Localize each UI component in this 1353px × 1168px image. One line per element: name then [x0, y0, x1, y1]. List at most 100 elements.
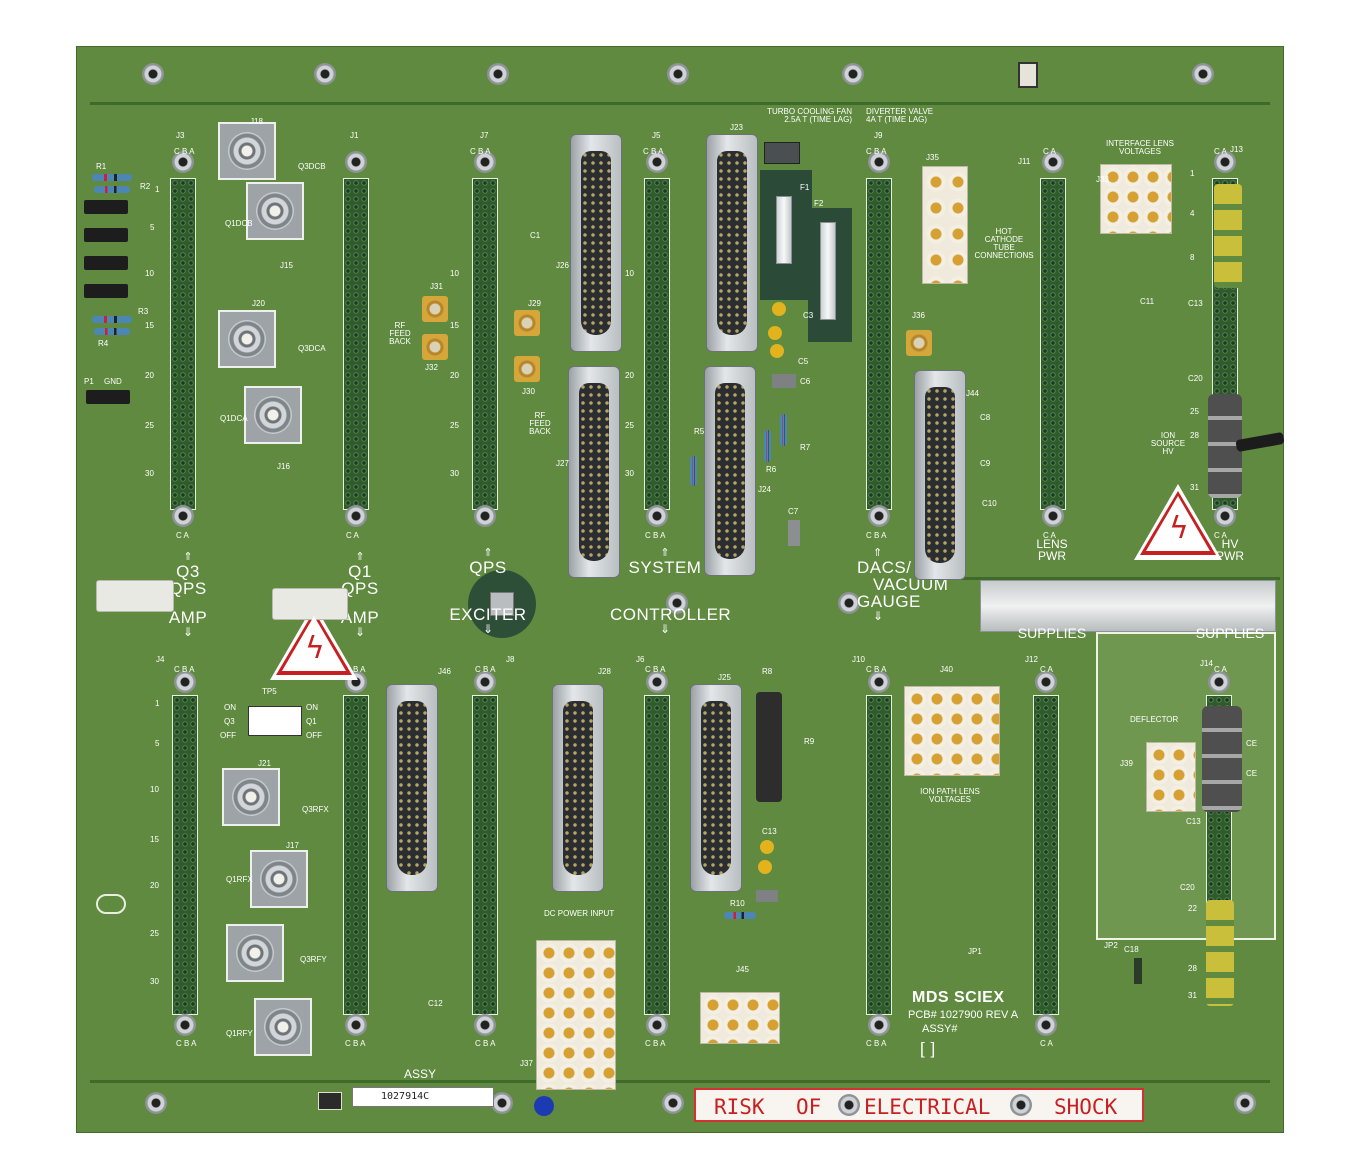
bnc-connector-q3rfy[interactable]	[226, 924, 284, 982]
ref-label: C11	[1140, 297, 1155, 306]
fuse-f1[interactable]	[776, 196, 792, 264]
header-hole	[1214, 151, 1236, 173]
ref-label: C3	[803, 311, 814, 320]
ref-label: J24	[758, 485, 771, 494]
switch-label: Q3	[224, 717, 235, 726]
header-j1[interactable]	[343, 178, 369, 510]
hv-pins-top[interactable]	[1214, 184, 1242, 288]
header-j8[interactable]	[472, 695, 498, 1015]
hv-deflector-pins[interactable]	[1202, 706, 1242, 812]
bnc-connector-j17[interactable]	[250, 850, 308, 908]
ref-label: J36	[912, 311, 925, 320]
ref-label: J20	[252, 299, 265, 308]
dsub-connector-j26[interactable]	[570, 134, 622, 352]
bnc-connector-q1rfy[interactable]	[254, 998, 312, 1056]
ref-label: J17	[286, 841, 299, 850]
dsub-connector-j27[interactable]	[568, 366, 620, 578]
ref-label: R10	[730, 899, 745, 908]
row-number: 30	[150, 977, 159, 986]
row-number: 15	[150, 835, 159, 844]
ref-label: J44	[966, 389, 979, 398]
sma-connector-j29[interactable]	[514, 310, 540, 336]
bnc-connector-j21[interactable]	[222, 768, 280, 826]
row-number: 20	[625, 371, 634, 380]
ref-label: J32	[425, 363, 438, 372]
pin-letters: C B A	[866, 531, 887, 540]
slot-label-qps-exciter: ⇑ QPS EXCITER ⇓	[449, 547, 527, 636]
resistor-r8	[756, 692, 782, 802]
ref-label: P1	[84, 377, 94, 386]
sma-connector-j31[interactable]	[422, 296, 448, 322]
warning-word: SHOCK	[1054, 1095, 1118, 1119]
capacitor-c6	[772, 374, 796, 388]
header-hole	[646, 505, 668, 527]
bnc-label: Q1RFX	[226, 875, 253, 884]
pin-letters: C A	[1043, 147, 1056, 156]
header-j5[interactable]	[644, 178, 670, 510]
gnd-test-point[interactable]	[86, 390, 130, 404]
dsub-connector-j23[interactable]	[706, 134, 758, 352]
sma-connector-j30[interactable]	[514, 356, 540, 382]
trace-top	[90, 102, 1270, 105]
header-j2[interactable]	[343, 695, 369, 1015]
bnc-connector-j16[interactable]	[244, 386, 302, 444]
slot-label-q3-qps-amp: ⇑ Q3 QPS AMP ⇓	[168, 551, 208, 639]
pin-letters: C B A	[643, 147, 664, 156]
jumper[interactable]	[84, 200, 128, 214]
mounting-hole	[666, 592, 688, 614]
ref-label: F1	[800, 183, 810, 192]
ref-label: J7	[480, 131, 489, 140]
row-number: 30	[145, 469, 154, 478]
connector-j40[interactable]	[904, 686, 1000, 776]
dsub-connector-j44[interactable]	[914, 370, 966, 580]
mounting-hole	[1010, 1094, 1032, 1116]
resistor-r2	[94, 186, 130, 193]
bnc-connector-j18[interactable]	[218, 122, 276, 180]
jumper[interactable]	[84, 228, 128, 242]
row-number: 15	[450, 321, 459, 330]
ref-label: J10	[852, 655, 865, 664]
ref-label: J12	[1025, 655, 1038, 664]
header-j9[interactable]	[866, 178, 892, 510]
connector-j33[interactable]	[1100, 164, 1172, 234]
standoff	[490, 592, 514, 616]
pin-letters: C B A	[866, 1039, 887, 1048]
header-j6[interactable]	[644, 695, 670, 1015]
header-hole	[868, 1014, 890, 1036]
header-hole	[174, 671, 196, 693]
warning-word: RISK	[714, 1095, 765, 1119]
turbo-fan-label: TURBO COOLING FAN 2.5A T (TIME LAG)	[767, 107, 852, 124]
header-j3[interactable]	[170, 178, 196, 510]
fuse-f2[interactable]	[820, 222, 836, 320]
dsub-connector-j28[interactable]	[552, 684, 604, 892]
ref-label: R5	[694, 427, 705, 436]
jumper[interactable]	[84, 284, 128, 298]
ref-label: R1	[96, 162, 107, 171]
pin-letters: C B A	[345, 1039, 366, 1048]
jumper[interactable]	[84, 256, 128, 270]
connector-j37-dc-power[interactable]	[536, 940, 616, 1090]
dsub-connector-j46[interactable]	[386, 684, 438, 892]
hv-pins-bottom[interactable]	[1206, 900, 1234, 1006]
sma-connector-j32[interactable]	[422, 334, 448, 360]
header-j10[interactable]	[866, 695, 892, 1015]
high-voltage-warning-icon: ϟ	[270, 604, 358, 680]
header-j4[interactable]	[172, 695, 198, 1015]
dsub-connector-j25[interactable]	[690, 684, 742, 892]
connector-j35[interactable]	[922, 166, 968, 284]
ref-label: J35	[926, 153, 939, 162]
connector-j45[interactable]	[700, 992, 780, 1044]
header-j11[interactable]	[1040, 178, 1066, 510]
dsub-connector-j24[interactable]	[704, 366, 756, 576]
bnc-connector-j15[interactable]	[246, 182, 304, 240]
bnc-connector-j20[interactable]	[218, 310, 276, 368]
connector-j39-deflector[interactable]	[1146, 742, 1196, 812]
bnc-label: Q1DCA	[220, 414, 248, 423]
header-j7[interactable]	[472, 178, 498, 510]
capacitor-c17	[1134, 958, 1142, 984]
p1-switch[interactable]	[248, 706, 302, 736]
sma-connector-j36[interactable]	[906, 330, 932, 356]
key-slot	[1018, 62, 1038, 88]
switch-label: ON	[224, 703, 236, 712]
header-j12[interactable]	[1033, 695, 1059, 1015]
